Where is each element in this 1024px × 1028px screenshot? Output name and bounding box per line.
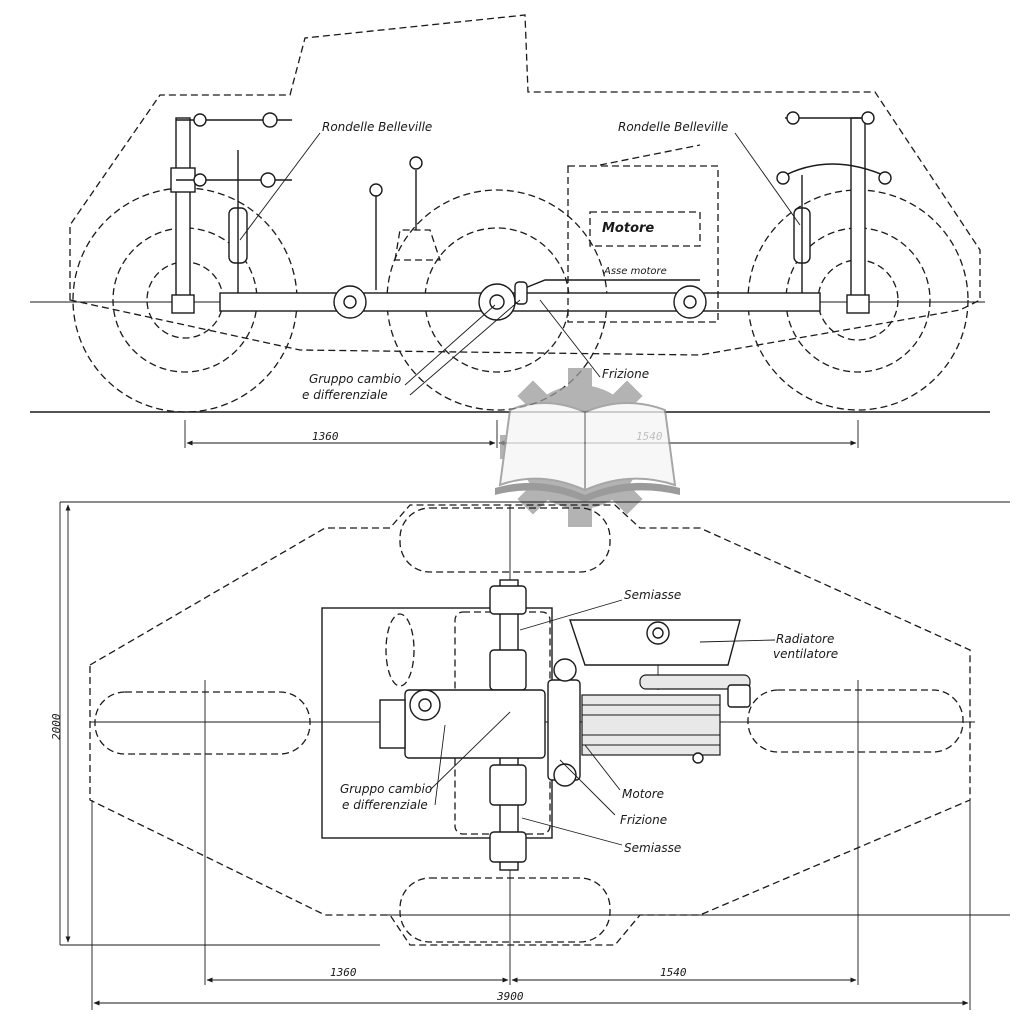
plan-label-motore: Motore [622,787,664,801]
plan-label-semiasse-top: Semiasse [624,588,681,602]
book-gear-logo-icon [495,368,680,527]
plan-dim-width: 2000 [50,713,63,740]
side-label-frizione: Frizione [602,367,649,381]
plan-wheel-top [399,507,611,573]
side-label-asse-motore: Asse motore [603,266,667,277]
plan-engine [581,694,721,756]
plan-wheel-bottom [399,877,611,943]
side-label-motore: Motore [602,221,654,236]
rear-post [850,117,866,309]
side-view: 1360 1540 Rondelle Belleville Rondelle B… [30,14,990,448]
plan-wheel-left [94,691,311,755]
side-label-gruppo-1: Gruppo cambio [309,372,401,386]
side-hull-outline [69,14,981,356]
plan-dim-front: 1360 [330,966,357,979]
plan-label-gruppo-2: e differenziale [342,798,428,812]
plan-label-gruppo-1: Gruppo cambio [340,782,432,796]
plan-label-radiatore-1: Radiatore [776,632,834,646]
side-label-gruppo-2: e differenziale [302,388,388,402]
plan-label-radiatore-2: ventilatore [773,647,838,661]
plan-wheel-right [747,689,964,753]
side-label-belleville-left: Rondelle Belleville [322,120,432,134]
plan-dim-overall: 3900 [496,990,524,1003]
plan-dim-rear: 1540 [660,966,687,979]
plan-label-semiasse-bottom: Semiasse [624,841,681,855]
side-label-belleville-right: Rondelle Belleville [618,120,728,134]
side-engine-box [567,165,719,323]
front-post [175,117,191,309]
plan-view: 1360 1540 3900 2000 Semiasse Radiatore v… [50,501,1010,1010]
plan-label-frizione: Frizione [620,813,667,827]
side-dim-front: 1360 [312,430,339,443]
